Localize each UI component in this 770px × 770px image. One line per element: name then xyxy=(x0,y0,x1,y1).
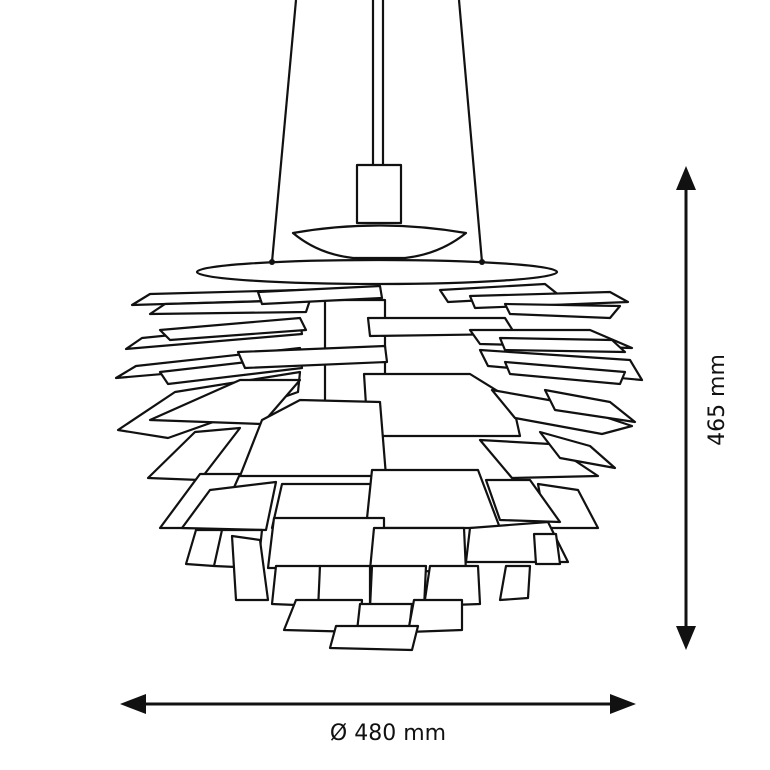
left-cable xyxy=(270,0,298,263)
leaf xyxy=(146,426,242,482)
diameter-label: Ø 480 mm xyxy=(330,721,446,746)
leaf xyxy=(543,388,637,424)
leaf xyxy=(364,468,502,530)
leaf xyxy=(484,478,562,524)
leaf-row-5 xyxy=(146,398,617,482)
height-arrow-bottom xyxy=(676,626,696,650)
diameter-dimension: Ø 480 mm xyxy=(120,694,636,746)
leaf-row-2 xyxy=(124,316,634,354)
leaf-row-7 xyxy=(184,516,570,574)
leaf-row-1 xyxy=(130,282,630,320)
leaf xyxy=(362,372,522,438)
cable-anchor-right xyxy=(479,259,485,265)
leaf xyxy=(478,438,600,480)
leaf-row-4 xyxy=(116,370,637,440)
leaf xyxy=(256,284,384,306)
leaf xyxy=(328,624,420,652)
leaf xyxy=(158,316,308,342)
diameter-arrow-left xyxy=(120,694,146,714)
height-arrow-top xyxy=(676,166,696,190)
leaf xyxy=(148,378,302,426)
leaf xyxy=(503,360,627,386)
diameter-arrow-right xyxy=(610,694,636,714)
suspension-cables xyxy=(270,0,484,263)
leaf xyxy=(503,302,622,320)
socket-housing xyxy=(355,163,403,225)
height-label: 465 mm xyxy=(705,354,730,446)
leaf xyxy=(230,534,270,602)
right-cable xyxy=(457,0,484,263)
upper-disc xyxy=(291,224,468,260)
leaf xyxy=(538,430,617,470)
leaf xyxy=(238,398,388,478)
leaf-row-8 xyxy=(230,534,532,652)
cable-anchor-left xyxy=(269,259,275,265)
leaf xyxy=(406,598,464,634)
main-ring xyxy=(195,258,559,286)
height-dimension: 465 mm xyxy=(676,166,730,650)
leaf xyxy=(498,564,532,602)
leaf-row-3 xyxy=(114,344,644,386)
leaf xyxy=(266,516,386,570)
leaf xyxy=(532,532,562,566)
leaf xyxy=(498,336,627,354)
leaf xyxy=(236,344,389,370)
lamp-top-fitting xyxy=(195,163,559,286)
